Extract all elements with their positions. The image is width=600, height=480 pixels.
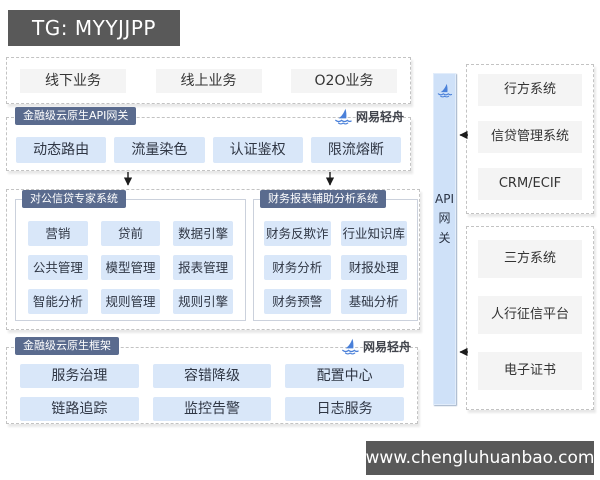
business-item-o2o: O2O业务	[291, 68, 397, 93]
gateway-item-dynamic-routing: 动态路由	[16, 137, 107, 163]
bank-system-credit-mgmt: 信贷管理系统	[478, 121, 582, 153]
api-gateway-layer-title: 金融级云原生API网关	[15, 107, 137, 125]
credit-item-model-mgmt: 模型管理	[100, 255, 161, 280]
watermark-top-text: TG: MYYJJPP	[32, 16, 156, 40]
third-party-systems-group: 三方系统 人行征信平台 电子证书	[466, 226, 594, 410]
third-party-system: 三方系统	[478, 240, 582, 278]
credit-item-preloan: 贷前	[100, 221, 161, 246]
sailboat-icon	[437, 83, 453, 98]
business-layer: 线下业务 线上业务 O2O业务	[6, 57, 411, 104]
api-gateway-bar-label: API 网 关	[434, 192, 455, 246]
business-item-offline: 线下业务	[20, 68, 126, 93]
pboc-credit-platform: 人行征信平台	[478, 296, 582, 334]
sailboat-icon	[334, 108, 353, 125]
finance-item-knowledge-base: 行业知识库	[340, 221, 407, 246]
api-gateway-bar: API 网 关	[433, 73, 456, 405]
watermark-bottom-bar: www.chengluhuanbao.com	[366, 441, 594, 475]
e-certificate: 电子证书	[478, 352, 582, 390]
credit-item-data-engine: 数据引擎	[173, 221, 233, 246]
credit-expert-system-title: 对公信贷专家系统	[22, 190, 126, 208]
bank-system-core: 行方系统	[478, 74, 582, 106]
credit-item-rule-mgmt: 规则管理	[100, 289, 161, 314]
credit-item-ai-analysis: 智能分析	[28, 289, 88, 314]
framework-layer-title: 金融级云原生框架	[15, 337, 119, 355]
watermark-top-bar: TG: MYYJJPP	[8, 10, 180, 46]
business-item-online: 线上业务	[155, 68, 262, 93]
finance-item-report-processing: 财报处理	[340, 255, 407, 280]
api-bar-line: API	[435, 192, 454, 206]
gateway-item-traffic-coloring: 流量染色	[114, 137, 205, 163]
credit-item-report-mgmt: 报表管理	[173, 255, 233, 280]
credit-item-public-mgmt: 公共管理	[28, 255, 88, 280]
brand-name: 网易轻舟	[355, 110, 404, 124]
brand-logo: 网易轻舟	[334, 108, 404, 125]
financial-report-system-title: 财务报表辅助分析系统	[260, 190, 386, 208]
credit-expert-system: 对公信贷专家系统 营销 贷前 数据引擎 公共管理 模型管理 报表管理 智能分析 …	[15, 190, 246, 321]
brand-logo: 网易轻舟	[341, 338, 411, 355]
finance-item-antifraud: 财务反欺诈	[264, 221, 331, 246]
gateway-item-rate-limit: 限流熔断	[310, 137, 401, 163]
framework-item-config-center: 配置中心	[285, 364, 404, 388]
application-systems-layer: 对公信贷专家系统 营销 贷前 数据引擎 公共管理 模型管理 报表管理 智能分析 …	[6, 189, 420, 330]
gateway-item-authentication: 认证鉴权	[212, 137, 303, 163]
finance-item-basic-analysis: 基础分析	[340, 289, 407, 314]
brand-name: 网易轻舟	[362, 340, 411, 354]
credit-item-marketing: 营销	[28, 221, 88, 246]
finance-item-early-warning: 财务预警	[264, 289, 331, 314]
financial-report-system: 财务报表辅助分析系统 财务反欺诈 行业知识库 财务分析 财报处理 财务预警 基础…	[253, 190, 418, 321]
api-bar-line: 关	[438, 231, 451, 245]
finance-item-analysis: 财务分析	[264, 255, 331, 280]
framework-item-log-service: 日志服务	[285, 397, 404, 421]
framework-item-service-governance: 服务治理	[20, 364, 139, 388]
watermark-bottom-text: www.chengluhuanbao.com	[365, 448, 595, 468]
sailboat-icon	[341, 338, 360, 355]
api-gateway-layer: 金融级云原生API网关 网易轻舟 动态路由 流量染色 认证鉴权 限流熔断	[6, 107, 411, 171]
framework-item-trace: 链路追踪	[20, 397, 139, 421]
framework-item-monitor-alert: 监控告警	[152, 397, 272, 421]
api-bar-line: 网	[438, 211, 451, 225]
bank-systems-group: 行方系统 信贷管理系统 CRM/ECIF	[466, 64, 594, 214]
cloud-native-framework-layer: 金融级云原生框架 网易轻舟 服务治理 容错降级 配置中心 链路追踪 监控告警 日…	[6, 337, 418, 424]
framework-item-fault-tolerance: 容错降级	[152, 364, 272, 388]
credit-item-rule-engine: 规则引擎	[173, 289, 233, 314]
bank-system-crm-ecif: CRM/ECIF	[478, 168, 582, 200]
